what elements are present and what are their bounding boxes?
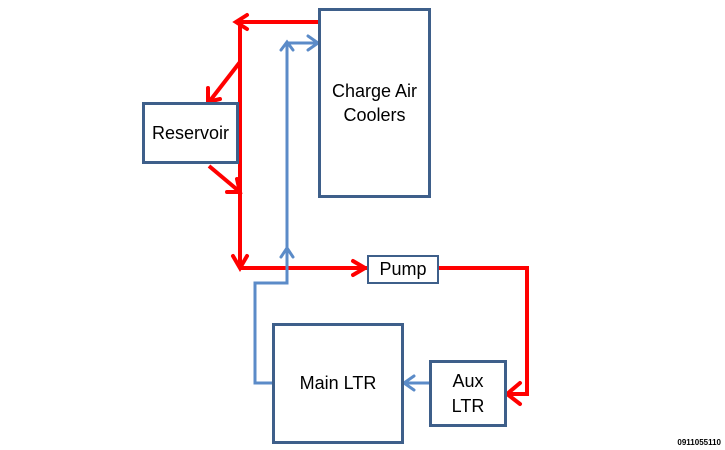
main-ltr-box: Main LTR: [272, 323, 404, 444]
red-pump-to-aux-line: [438, 266, 529, 396]
charge-air-coolers-label: Charge Air Coolers: [331, 80, 418, 125]
blue-top-up-arrow: [279, 39, 295, 52]
reservoir-box: Reservoir: [142, 102, 239, 164]
main-ltr-label: Main LTR: [299, 373, 377, 394]
pump-label: Pump: [379, 259, 427, 280]
blue-to-main-arrow: [401, 374, 416, 392]
red-to-pump-arrow: [351, 259, 369, 277]
aux-ltr-box: Aux LTR: [429, 360, 507, 427]
pump-box: Pump: [367, 255, 439, 284]
cool-flow-lines: [253, 34, 429, 392]
red-reservoir-in-line: [207, 60, 242, 104]
reservoir-label: Reservoir: [151, 122, 230, 143]
red-to-aux-arrow: [503, 381, 522, 406]
red-main-vertical-line: [238, 20, 318, 268]
red-top-arrow-head: [232, 13, 249, 31]
blue-main-ltr-return-line: [253, 41, 318, 385]
blue-middle-up-arrow: [279, 245, 295, 259]
red-reservoir-out-arrow: [225, 177, 243, 194]
aux-ltr-label: Aux LTR: [451, 371, 485, 416]
hot-flow-lines: [206, 13, 529, 406]
image-code-label: 0911055110: [677, 438, 721, 447]
charge-air-coolers-box: Charge Air Coolers: [318, 8, 431, 198]
red-reservoir-out-line: [207, 164, 242, 194]
